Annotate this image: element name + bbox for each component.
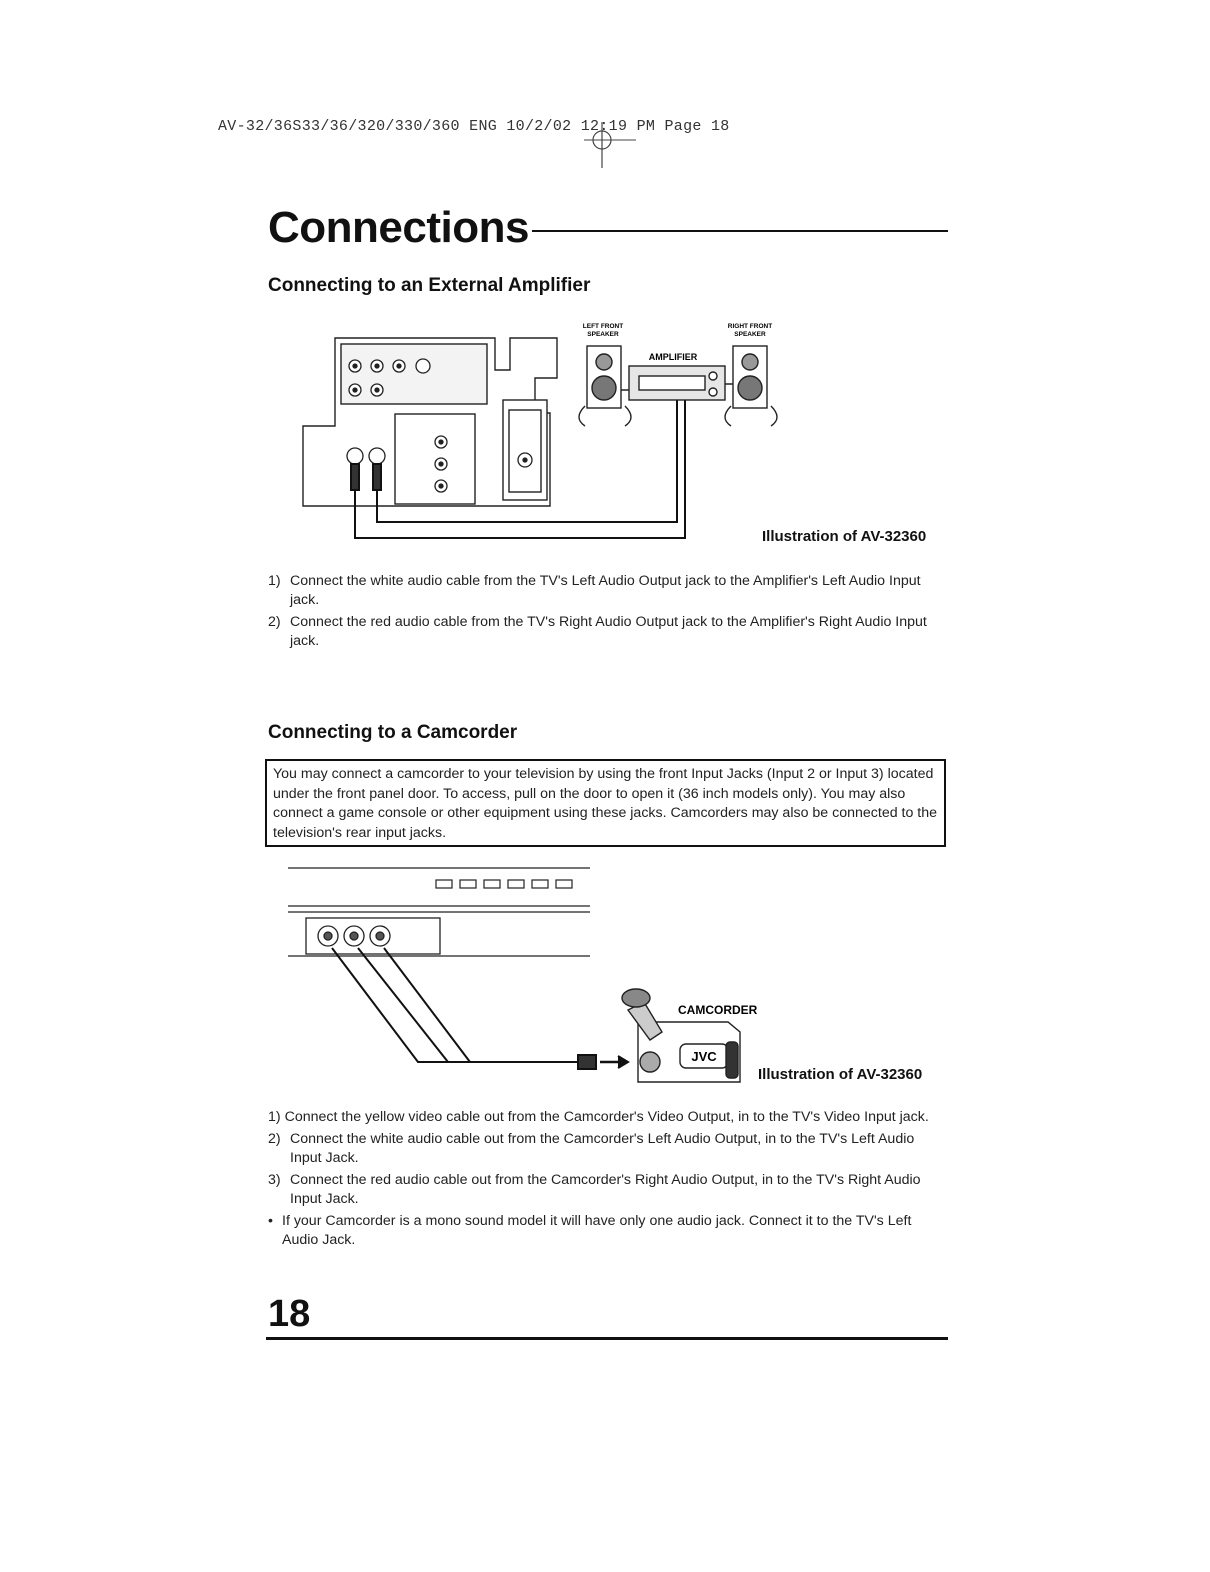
camcorder-cables bbox=[331, 947, 630, 1070]
title-rule bbox=[532, 230, 948, 232]
page-title: Connections bbox=[268, 203, 529, 252]
jvc-logo: JVC bbox=[691, 1049, 717, 1064]
bullet-icon: • bbox=[268, 1213, 273, 1229]
step-number: 1) bbox=[268, 1109, 281, 1125]
step-text: If your Camcorder is a mono sound model … bbox=[282, 1213, 912, 1248]
camcorder-label: CAMCORDER bbox=[678, 1003, 758, 1017]
camcorder-steps: 1) Connect the yellow video cable out fr… bbox=[268, 1108, 938, 1253]
camcorder-illustration-caption: Illustration of AV-32360 bbox=[758, 1066, 923, 1083]
step-text: Connect the white audio cable out from t… bbox=[290, 1131, 915, 1166]
left-speaker-icon bbox=[578, 345, 632, 427]
amplifier-icon bbox=[621, 365, 733, 401]
step-text: Connect the white audio cable from the T… bbox=[290, 573, 921, 608]
audio-cables bbox=[350, 388, 686, 539]
step-text: Connect the yellow video cable out from … bbox=[284, 1109, 929, 1125]
camcorder-step-1: 1) Connect the yellow video cable out fr… bbox=[268, 1108, 938, 1127]
step-number: 3) bbox=[268, 1172, 281, 1188]
step-number: 2) bbox=[268, 1131, 281, 1147]
front-panel-buttons bbox=[435, 879, 573, 889]
tv-rear-panel bbox=[302, 337, 558, 507]
camcorder-mono-note: • If your Camcorder is a mono sound mode… bbox=[268, 1212, 938, 1250]
step-text: Connect the red audio cable from the TV'… bbox=[290, 614, 927, 649]
step-number: 1) bbox=[268, 573, 281, 589]
amplifier-steps: 1) Connect the white audio cable from th… bbox=[268, 572, 938, 654]
front-input-jacks bbox=[317, 925, 391, 947]
amplifier-connection-diagram: LEFT FRONT SPEAKER RIGHT FRONT SPEAKER A… bbox=[302, 323, 778, 539]
camcorder-step-3: 3) Connect the red audio cable out from … bbox=[268, 1171, 938, 1209]
camcorder-note-box: You may connect a camcorder to your tele… bbox=[265, 759, 946, 847]
bottom-rule bbox=[266, 1337, 948, 1340]
camcorder-icon bbox=[621, 988, 741, 1083]
right-speaker-label-line1: RIGHT FRONT bbox=[728, 323, 772, 330]
amplifier-section-heading: Connecting to an External Amplifier bbox=[268, 275, 591, 296]
right-speaker-icon bbox=[724, 345, 778, 427]
print-header-line: AV-32/36S33/36/320/330/360 ENG 10/2/02 1… bbox=[218, 118, 730, 135]
step-number: 2) bbox=[268, 614, 281, 630]
camcorder-connection-diagram: JVC CAMCORDER bbox=[288, 867, 758, 1083]
amplifier-step-2: 2) Connect the red audio cable from the … bbox=[268, 613, 938, 651]
registration-mark-icon bbox=[584, 122, 636, 168]
amplifier-step-1: 1) Connect the white audio cable from th… bbox=[268, 572, 938, 610]
amplifier-label: AMPLIFIER bbox=[649, 352, 698, 362]
amplifier-illustration-caption: Illustration of AV-32360 bbox=[762, 528, 927, 545]
left-speaker-label-line2: SPEAKER bbox=[587, 331, 619, 338]
tv-jacks bbox=[346, 358, 533, 493]
camcorder-step-2: 2) Connect the white audio cable out fro… bbox=[268, 1130, 938, 1168]
right-speaker-label-line2: SPEAKER bbox=[734, 331, 766, 338]
step-text: Connect the red audio cable out from the… bbox=[290, 1172, 921, 1207]
camcorder-section-heading: Connecting to a Camcorder bbox=[268, 722, 518, 743]
left-speaker-label-line1: LEFT FRONT bbox=[583, 323, 623, 330]
page-number: 18 bbox=[268, 1293, 311, 1335]
